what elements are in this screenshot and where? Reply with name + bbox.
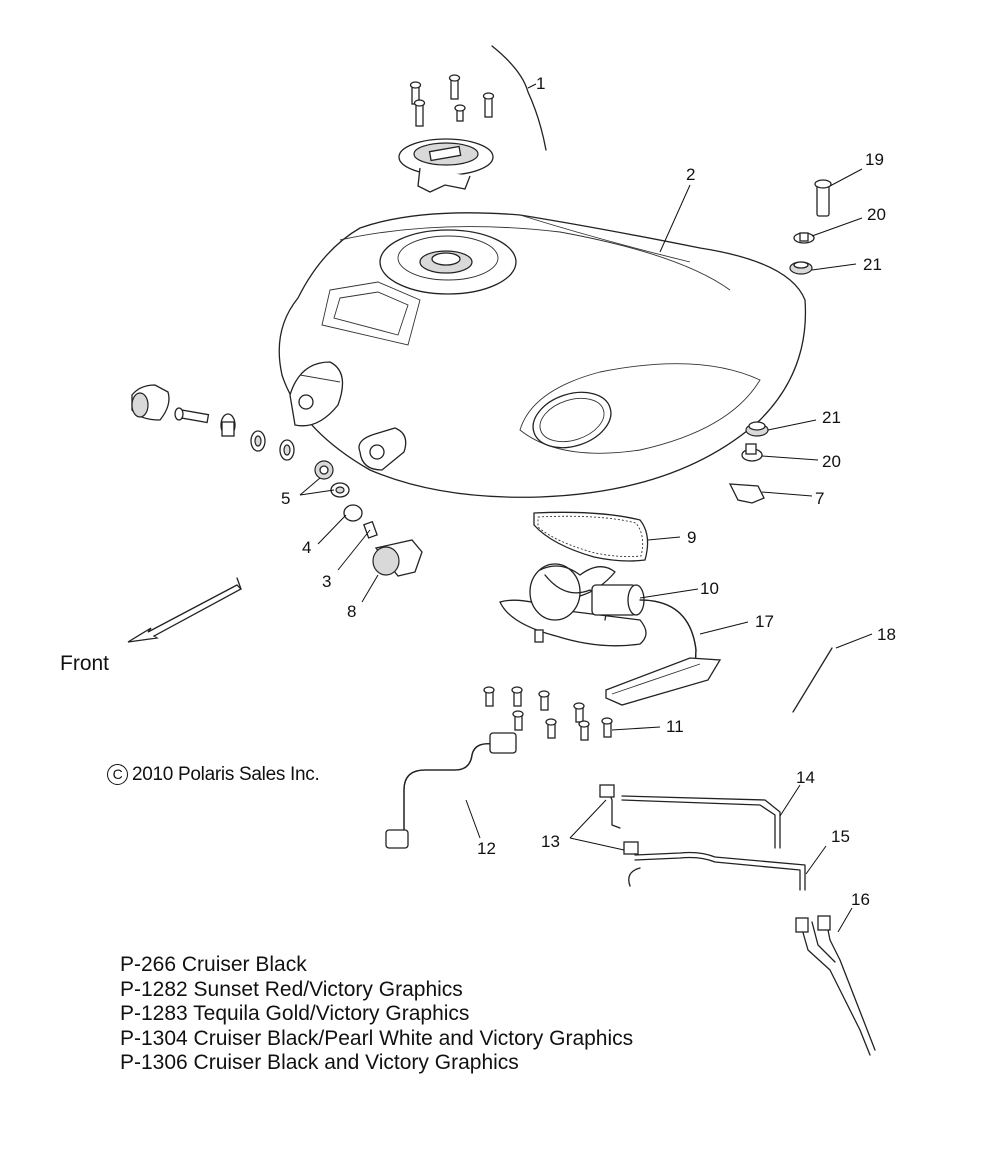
callout-20: 20 bbox=[867, 205, 886, 224]
variant-item: P-266 Cruiser Black bbox=[120, 953, 307, 976]
fuel-pump bbox=[499, 563, 647, 647]
copyright-symbol: C bbox=[107, 764, 128, 786]
variant-list: P-266 Cruiser Black P-1282 Sunset Red/Vi… bbox=[120, 953, 633, 1076]
pump-screws bbox=[483, 686, 613, 741]
callout-12: 12 bbox=[477, 839, 496, 858]
callout-21: 21 bbox=[863, 255, 882, 274]
callout-15: 15 bbox=[831, 827, 850, 846]
callout-13: 13 bbox=[541, 832, 560, 851]
variant-item: P-1304 Cruiser Black/Pearl White and Vic… bbox=[120, 1026, 634, 1050]
fuel-hose bbox=[385, 732, 517, 849]
callout-20-lower: 20 bbox=[822, 452, 841, 471]
front-arrow-icon bbox=[127, 577, 243, 643]
cap-screw bbox=[413, 99, 426, 127]
right-hardware bbox=[728, 179, 832, 504]
callout-2: 2 bbox=[686, 165, 695, 184]
callout-1: 1 bbox=[536, 74, 545, 93]
callout-16: 16 bbox=[851, 890, 870, 909]
callout-14: 14 bbox=[796, 768, 815, 787]
callout-18: 18 bbox=[877, 625, 896, 644]
callout-7: 7 bbox=[815, 489, 824, 508]
callout-21-lower: 21 bbox=[822, 408, 841, 427]
variant-item: P-1282 Sunset Red/Victory Graphics bbox=[120, 977, 463, 1001]
callout-17: 17 bbox=[755, 612, 774, 631]
callout-10: 10 bbox=[700, 579, 719, 598]
fuel-tank bbox=[278, 212, 807, 498]
variant-item: P-1283 Tequila Gold/Victory Graphics bbox=[120, 1002, 470, 1025]
callout-5: 5 bbox=[281, 489, 290, 508]
callout-8: 8 bbox=[347, 602, 356, 621]
callout-11: 11 bbox=[666, 717, 684, 736]
front-mount-hardware bbox=[131, 384, 295, 461]
callout-19: 19 bbox=[865, 150, 884, 169]
rod bbox=[792, 647, 833, 713]
copyright-text: 2010 Polaris Sales Inc. bbox=[132, 764, 320, 785]
fuel-cap-assembly bbox=[398, 45, 547, 193]
callout-3: 3 bbox=[322, 572, 331, 591]
callout-4: 4 bbox=[302, 538, 311, 557]
variant-item: P-1306 Cruiser Black and Victory Graphic… bbox=[120, 1051, 519, 1074]
front-label: Front bbox=[60, 652, 109, 675]
gasket bbox=[533, 511, 649, 562]
callouts: 1 2 3 4 5 7 8 9 10 11 12 13 14 15 16 17 … bbox=[281, 74, 896, 909]
vent-lines bbox=[599, 784, 806, 891]
callout-9: 9 bbox=[687, 528, 696, 547]
pump-harness bbox=[605, 599, 722, 706]
y-hose bbox=[795, 915, 876, 1056]
cap-screw bbox=[454, 104, 466, 122]
cap-screw bbox=[448, 74, 461, 100]
rear-mount-hardware bbox=[314, 460, 423, 577]
cap-screw bbox=[482, 92, 495, 118]
leader-lines bbox=[299, 83, 873, 933]
